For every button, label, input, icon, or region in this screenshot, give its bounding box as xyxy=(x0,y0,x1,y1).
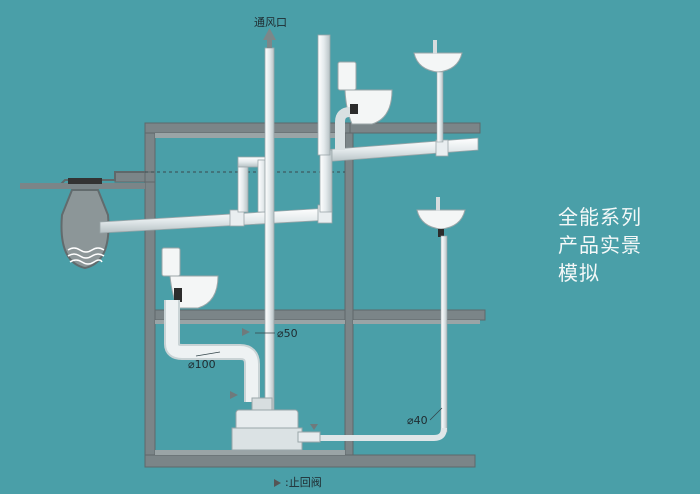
sink-icon xyxy=(320,197,466,441)
diameter-50-label: ⌀50 xyxy=(277,327,298,340)
toilet-icon xyxy=(161,247,219,309)
pump-unit-icon xyxy=(231,397,321,451)
arrow-up-icon xyxy=(263,28,276,48)
caption-line: 全能系列 xyxy=(558,205,642,229)
sink-icon xyxy=(413,40,463,143)
legend: :止回阀 xyxy=(274,474,322,490)
vent-pipe xyxy=(264,47,275,429)
caption-line: 产品实景 xyxy=(558,233,642,257)
loop-pipe xyxy=(237,156,269,213)
lower-drain-pipe xyxy=(164,300,260,402)
legend-text: :止回阀 xyxy=(285,476,322,489)
caption-line: 模拟 xyxy=(558,261,600,285)
diameter-40-label: ⌀40 xyxy=(407,414,428,427)
check-valve-icon xyxy=(274,479,281,487)
caption: 全能系列 产品实景 模拟 xyxy=(558,203,668,287)
label-leaders xyxy=(195,332,443,421)
diameter-100-label: ⌀100 xyxy=(188,358,216,371)
main-drain-pipe xyxy=(99,204,333,234)
vent-label: 通风口 xyxy=(254,16,287,29)
check-valve-icon xyxy=(230,328,318,430)
upper-drain-pipe xyxy=(317,34,479,213)
toilet-icon xyxy=(335,61,393,150)
building-walls xyxy=(114,122,486,468)
septic-tank-icon xyxy=(60,178,110,270)
wall-inner xyxy=(155,133,480,455)
